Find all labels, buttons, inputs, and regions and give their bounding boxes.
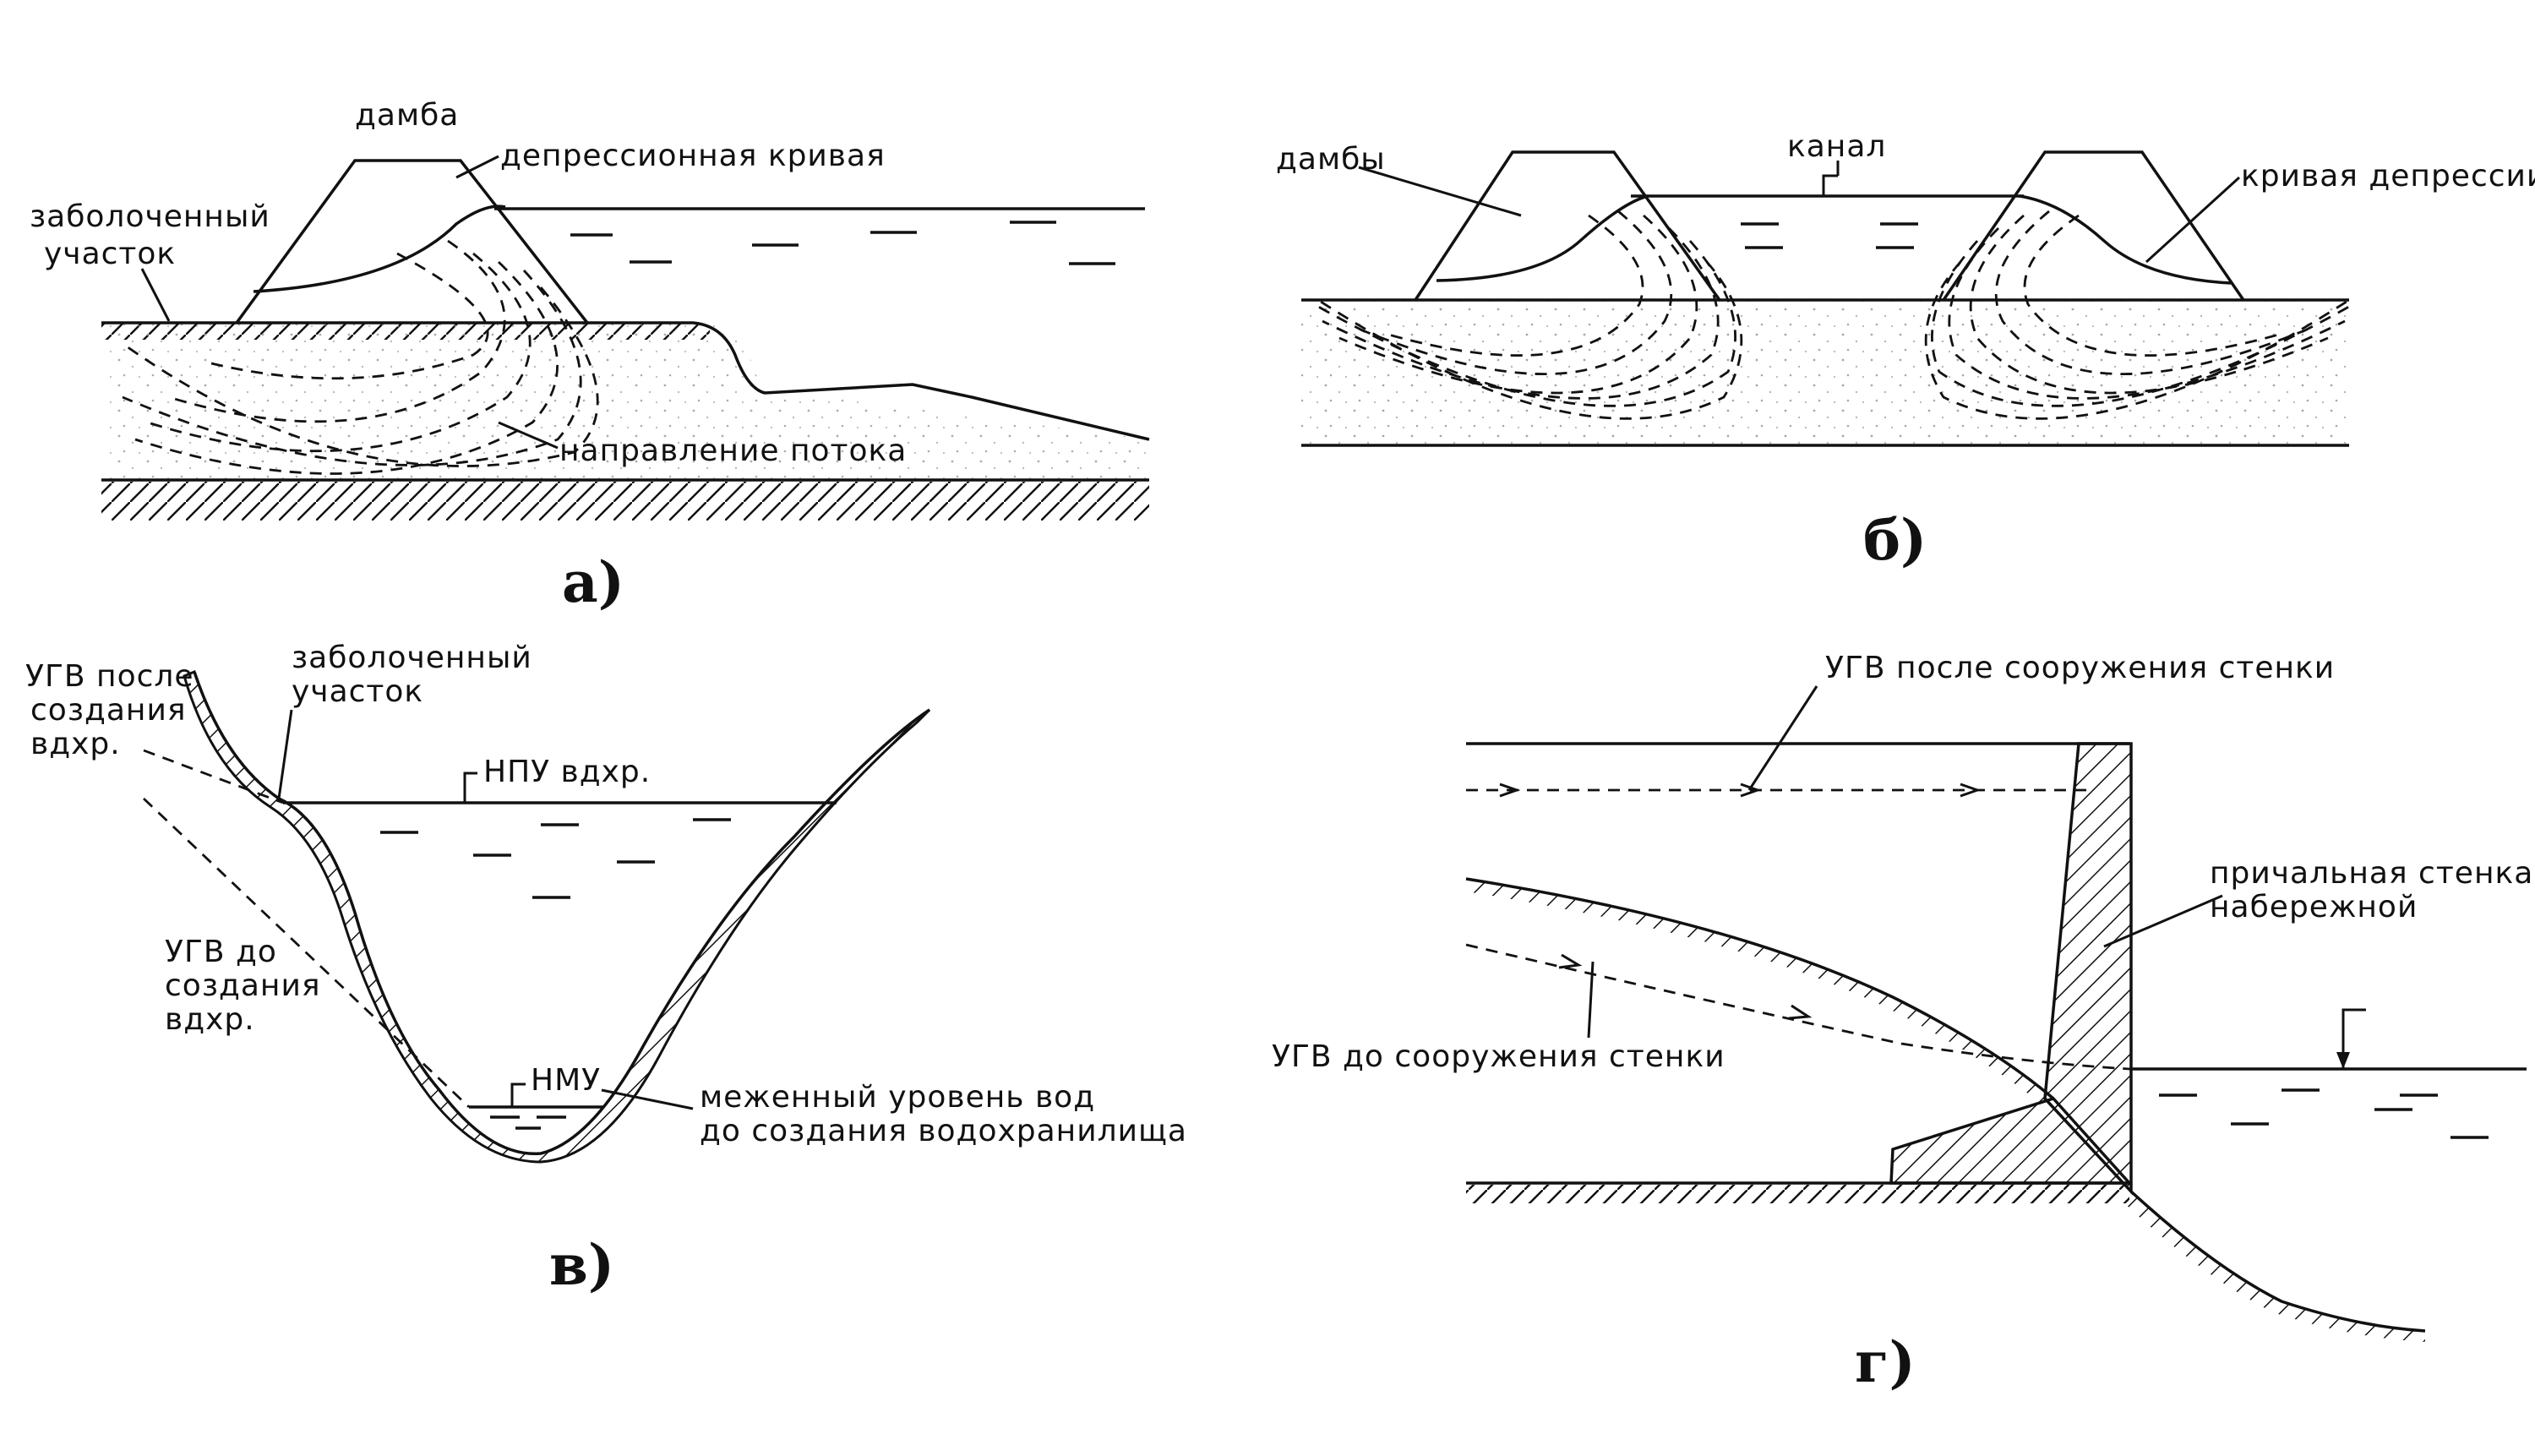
label-low-v-1: меженный уровень вод	[700, 1080, 1095, 1115]
label-gw-after-v-3: вдхр.	[30, 727, 121, 761]
label-curve-b: кривая депрессии	[2241, 159, 2535, 194]
label-dams-b: дамбы	[1276, 142, 1386, 177]
label-gw-after-v-2: создания	[30, 693, 187, 728]
label-curve-a: депрессионная кривая	[500, 139, 886, 173]
gw-before-arrows-g	[1558, 953, 1813, 1020]
caption-b: б)	[1863, 507, 1927, 573]
caption-v: в)	[549, 1232, 614, 1298]
leader-swamp-v	[277, 709, 293, 799]
leader-wall-g	[2103, 894, 2223, 948]
gw-after-arrows-g	[1499, 783, 1982, 798]
panel-g: УГВ после сооружения стенки причальная с…	[1272, 651, 2533, 1395]
bottom-hatch-a	[101, 482, 1149, 521]
dam-a	[235, 159, 589, 324]
sea-bottom-hatch-g	[2121, 1192, 2425, 1342]
panel-v: УГВ после создания вдхр. заболоченный уч…	[25, 641, 1187, 1298]
label-flow-a: направление потока	[559, 434, 907, 468]
sea-marker-g	[2341, 1008, 2366, 1069]
ground-base-hatch-g	[1466, 1185, 2129, 1203]
leader-curve-a	[455, 155, 499, 179]
flow-lines-b-right	[1924, 210, 2354, 420]
label-nmu-v: НМУ	[531, 1063, 601, 1098]
label-swamp-v-2: участок	[292, 674, 423, 709]
gw-after-line-v	[143, 749, 284, 804]
leader-dams-b	[1358, 166, 1522, 217]
label-swamp-a-2: участок	[44, 237, 176, 271]
canal-marker-b	[1822, 174, 1838, 196]
label-swamp-v-1: заболоченный	[292, 641, 532, 675]
depression-curve-b-right	[2019, 194, 2232, 285]
sea-marker-arrow-g	[2336, 1052, 2350, 1069]
label-low-v-2: до создания водохранилища	[700, 1114, 1187, 1148]
leader-curve-b	[2145, 176, 2241, 264]
leader-flow-a	[498, 421, 559, 450]
dam-b-right	[1942, 150, 2245, 301]
gw-before-line-v	[143, 797, 470, 1109]
nmu-dashes-v	[490, 1115, 566, 1130]
label-gw-before-v-2: создания	[165, 968, 321, 1003]
caption-a: а)	[562, 549, 624, 615]
label-wall-g-2: набережной	[2210, 890, 2418, 924]
water-dashes-v	[380, 818, 731, 899]
soil-stipple-b	[1301, 300, 2349, 445]
label-canal-b: канал	[1787, 129, 1886, 164]
label-wall-g-1: причальная стенка	[2210, 856, 2533, 891]
leader-gw-before-g	[1587, 961, 1595, 1039]
water-dashes-a	[570, 221, 1115, 265]
soil-stipple-a	[106, 323, 1149, 480]
label-npu-v: НПУ вдхр.	[483, 755, 651, 789]
depression-curve-a	[253, 204, 506, 293]
panel-a: дамба депрессионная кривая заболоченный …	[30, 98, 1150, 615]
depression-curve-b-left	[1436, 194, 1649, 282]
panel-b: дамбы канал кривая депрессии б)	[1276, 129, 2535, 573]
label-gw-before-v-3: вдхр.	[165, 1002, 255, 1037]
label-dam-a: дамба	[355, 98, 459, 133]
caption-g: г)	[1855, 1329, 1916, 1395]
label-gw-after-g: УГВ после сооружения стенки	[1825, 651, 2335, 685]
leader-gw-after-g	[1747, 685, 1818, 791]
label-gw-before-v-1: УГВ до	[165, 935, 277, 969]
leader-swamp-a	[140, 268, 171, 322]
water-dashes-b	[1741, 222, 1918, 249]
leader-low-v	[601, 1088, 694, 1110]
valley-profile-v	[193, 671, 930, 1156]
backfill-line-g	[1465, 877, 2055, 1100]
label-gw-before-g: УГВ до сооружения стенки	[1272, 1039, 1725, 1074]
water-dashes-g	[2159, 1088, 2489, 1139]
dam-b-left	[1414, 150, 1721, 302]
label-swamp-a-1: заболоченный	[30, 199, 270, 234]
ground-line-a	[101, 321, 1150, 441]
npu-marker-v	[463, 772, 477, 803]
flow-lines-b-left	[1313, 210, 1743, 420]
label-gw-after-v-1: УГВ после	[25, 659, 194, 694]
nmu-marker-v	[510, 1082, 526, 1107]
flow-lines-a	[122, 239, 599, 475]
